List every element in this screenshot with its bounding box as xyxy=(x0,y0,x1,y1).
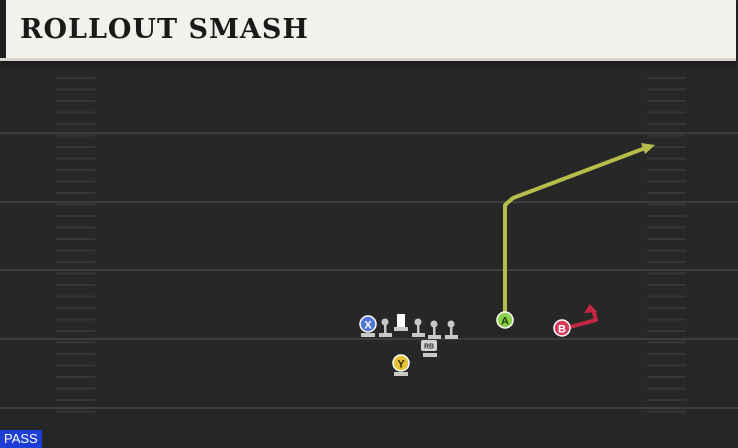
player-a-label: A xyxy=(501,316,509,328)
player-x-label: X xyxy=(364,320,372,332)
player-b-label: B xyxy=(558,324,566,336)
title-accent xyxy=(0,0,6,58)
route-arrowhead-icon xyxy=(584,304,597,313)
route-b xyxy=(565,304,598,330)
lineman-token-icon xyxy=(428,320,441,339)
player-y-label: Y xyxy=(397,359,405,371)
hash-marks xyxy=(56,77,686,413)
field-svg: X RB Y A B xyxy=(0,77,738,413)
center-token-icon xyxy=(394,314,408,331)
play-type-badge: PASS xyxy=(0,430,42,448)
player-y-base xyxy=(394,372,408,376)
player-rb[interactable]: RB xyxy=(421,340,437,357)
play-title: ROLLOUT SMASH xyxy=(20,14,309,45)
player-x-base xyxy=(361,333,375,337)
offensive-line xyxy=(379,314,458,339)
player-x[interactable]: X xyxy=(359,315,377,337)
route-b-path xyxy=(565,308,598,330)
player-y[interactable]: Y xyxy=(392,354,410,376)
lineman-token-icon xyxy=(445,320,458,339)
lineman-token-icon xyxy=(412,318,425,337)
route-arrowhead-icon xyxy=(641,143,655,154)
lineman-token-icon xyxy=(379,318,392,337)
player-rb-base xyxy=(423,353,437,357)
route-a xyxy=(503,143,655,318)
yard-lines xyxy=(0,132,738,409)
title-bar: ROLLOUT SMASH xyxy=(0,0,736,61)
rb-token-icon xyxy=(421,340,437,351)
player-a[interactable]: A xyxy=(496,311,514,329)
player-rb-label: RB xyxy=(424,344,434,351)
route-a-path xyxy=(503,145,649,318)
player-b[interactable]: B xyxy=(553,319,571,337)
football-field: X RB Y A B xyxy=(0,58,738,448)
